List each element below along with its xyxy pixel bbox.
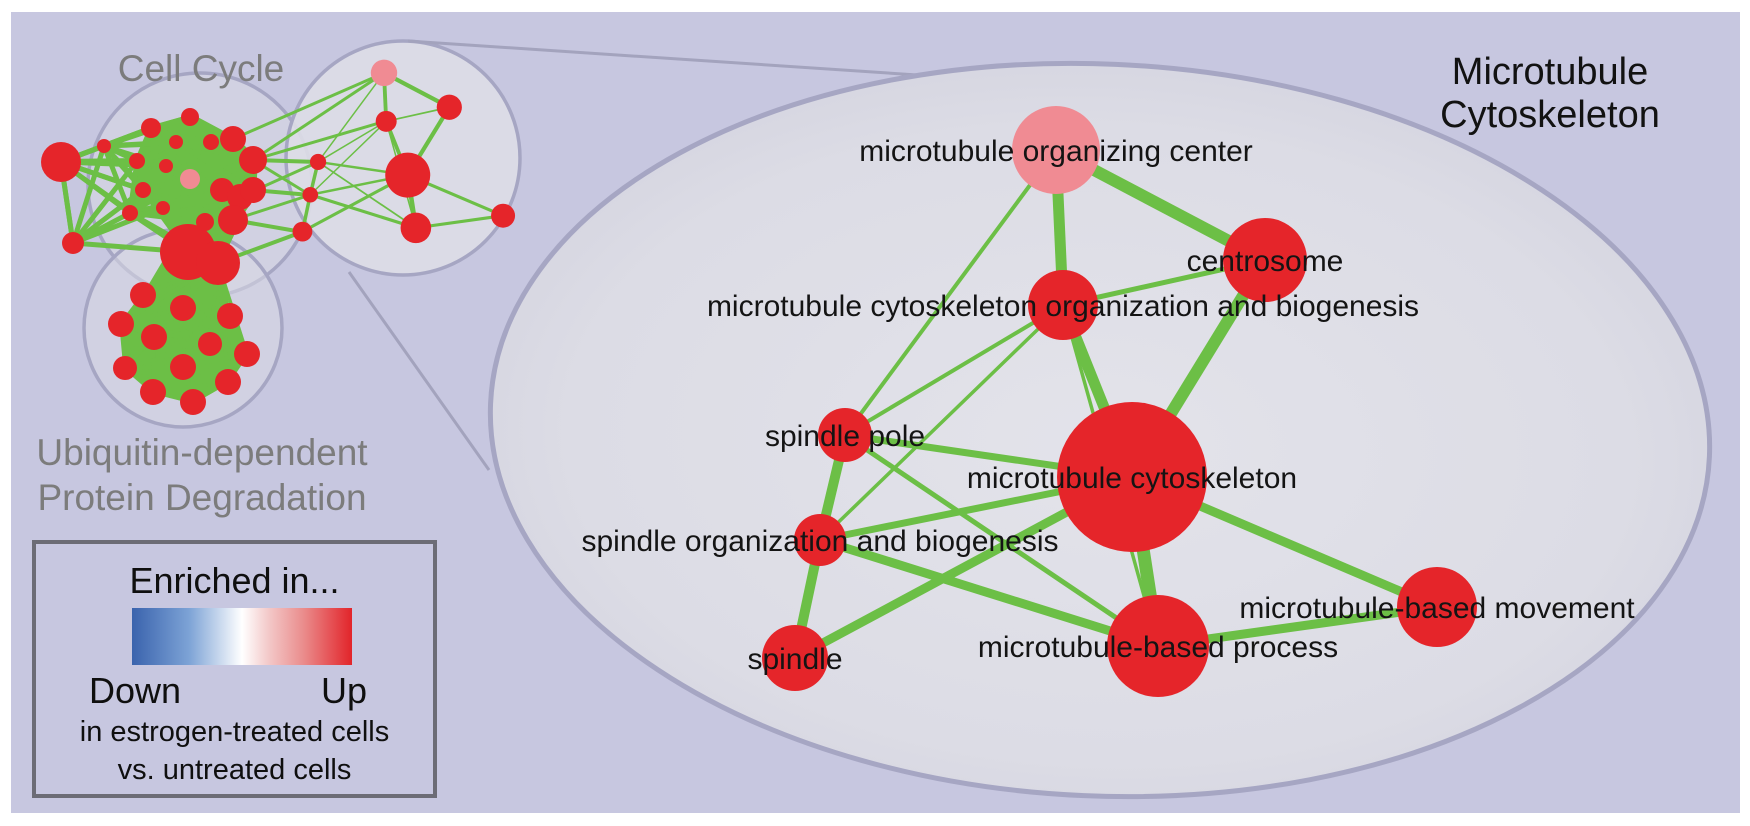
cell-cycle-node xyxy=(196,213,214,231)
node-label-microtubule-cytoskeleton-organization-and-biogenesis: microtubule cytoskeleton organization an… xyxy=(707,290,1419,323)
node-label-spindle-organization-and-biogenesis: spindle organization and biogenesis xyxy=(581,525,1058,558)
cell-cycle-node xyxy=(129,153,145,169)
mini-node-microtubule-based-movement xyxy=(491,203,516,228)
ubiquitin-node xyxy=(170,295,196,321)
node-spindle-organization-and-biogenesis xyxy=(794,514,846,566)
mini-edge xyxy=(317,72,385,163)
ubiquitin-node xyxy=(180,389,206,415)
cell-cycle-node xyxy=(156,201,170,215)
ubiquitin-fan-edge xyxy=(191,262,220,403)
cell-cycle-node xyxy=(180,169,200,189)
mini-edge xyxy=(317,120,387,163)
ubiquitin-node xyxy=(141,324,167,350)
cell-cycle-node xyxy=(62,232,84,254)
cell-cycle-edge xyxy=(103,143,191,182)
mini-node-microtubule-based-process xyxy=(400,212,432,244)
ubiquitin-node xyxy=(215,369,241,395)
cell-cycle-node xyxy=(240,177,266,203)
legend-caption: in estrogen-treated cells vs. untreated … xyxy=(79,716,390,786)
cell-cycle-node xyxy=(203,134,219,150)
cluster-title-microtubule: Microtubule Cytoskeleton xyxy=(1440,51,1660,136)
cell-cycle-node xyxy=(141,118,161,138)
cell-cycle-node xyxy=(41,142,81,182)
mini-node-microtubule-cytoskeleton xyxy=(385,152,431,198)
zoom-edge xyxy=(843,432,1160,649)
node-microtubule-cytoskeleton-organization-and-biogenesis xyxy=(1028,270,1098,340)
mini-edge xyxy=(309,120,387,196)
cell-cycle-node xyxy=(220,126,246,152)
mini-node-microtubule-cytoskeleton-organization-and-biogenesis xyxy=(375,110,397,132)
node-label-microtubule-based-movement: microtubule-based movement xyxy=(1239,592,1635,625)
magnifier-connector-line xyxy=(347,271,491,471)
cell-cycle-node xyxy=(218,205,248,235)
ubiquitin-node xyxy=(130,282,156,308)
cell-cycle-node xyxy=(169,135,183,149)
zoom-edge xyxy=(818,303,1065,542)
cell-cycle-edge xyxy=(141,136,235,193)
node-label-spindle: spindle xyxy=(747,643,842,676)
cell-cycle-edge xyxy=(102,144,165,210)
node-label-centrosome: centrosome xyxy=(1187,245,1344,278)
mini-node-spindle-pole xyxy=(309,153,327,171)
node-microtubule-based-movement xyxy=(1397,567,1477,647)
zoom-edge xyxy=(818,535,1160,651)
node-label-microtubule-cytoskeleton: microtubule cytoskeleton xyxy=(967,462,1297,495)
cell-cycle-node xyxy=(196,241,240,285)
inter-cluster-edge xyxy=(232,71,385,141)
inter-cluster-edge xyxy=(252,71,385,162)
ubiquitin-fan-edge xyxy=(123,261,220,370)
cluster-title-cell-cycle: Cell Cycle xyxy=(117,48,285,89)
node-microtubule-cytoskeleton xyxy=(1057,402,1207,552)
ubiquitin-node xyxy=(234,341,260,367)
cell-cycle-node xyxy=(159,159,173,173)
inter-cluster-edge xyxy=(252,119,387,162)
node-label-microtubule-organizing-center: microtubule organizing center xyxy=(859,135,1253,168)
legend-up-label: Up xyxy=(320,670,367,711)
cell-cycle-node xyxy=(181,108,199,126)
ubiquitin-fan-edge xyxy=(151,262,220,393)
mini-node-centrosome xyxy=(436,94,462,120)
ubiquitin-node xyxy=(198,332,222,356)
ubiquitin-node xyxy=(217,303,243,329)
node-label-microtubule-based-process: microtubule-based process xyxy=(978,631,1338,664)
cell-cycle-edge xyxy=(160,141,179,209)
node-label-spindle-pole: spindle pole xyxy=(765,420,925,453)
ubiquitin-node xyxy=(170,354,196,380)
cell-cycle-edge xyxy=(174,139,255,193)
node-spindle xyxy=(762,625,828,691)
ubiquitin-node xyxy=(113,356,137,380)
node-microtubule-based-process xyxy=(1107,595,1209,697)
legend-gradient-bar xyxy=(132,608,352,665)
cell-cycle-edge xyxy=(135,115,192,163)
mini-edge xyxy=(317,161,417,229)
legend-box: Enriched in... Down Up in estrogen-treat… xyxy=(32,540,437,798)
cluster-title-ubiquitin: Ubiquitin-dependent Protein Degradation xyxy=(36,432,368,518)
ubiquitin-node xyxy=(108,311,134,337)
cell-cycle-edge xyxy=(127,140,179,215)
cell-cycle-node xyxy=(122,205,138,221)
zoom-edge xyxy=(843,303,1065,437)
node-centrosome xyxy=(1223,218,1307,302)
cell-cycle-node xyxy=(239,146,267,174)
cell-cycle-edge xyxy=(103,139,177,149)
node-microtubule-organizing-center xyxy=(1012,106,1100,194)
node-spindle-pole xyxy=(818,408,872,462)
ubiquitin-edge xyxy=(124,342,211,370)
zoom-edge xyxy=(843,148,1058,437)
legend-down-label: Down xyxy=(89,670,182,711)
legend-title: Enriched in... xyxy=(129,560,340,601)
cell-cycle-node xyxy=(135,182,151,198)
cell-cycle-edge xyxy=(71,188,145,245)
mini-edge xyxy=(309,193,417,230)
mini-node-microtubule-organizing-center xyxy=(370,59,398,87)
mini-node-spindle xyxy=(292,221,313,242)
mini-node-spindle-organization-and-biogenesis xyxy=(302,186,319,203)
legend-axis-labels: Down Up xyxy=(89,670,367,712)
ubiquitin-node xyxy=(140,379,166,405)
cell-cycle-node xyxy=(97,139,111,153)
